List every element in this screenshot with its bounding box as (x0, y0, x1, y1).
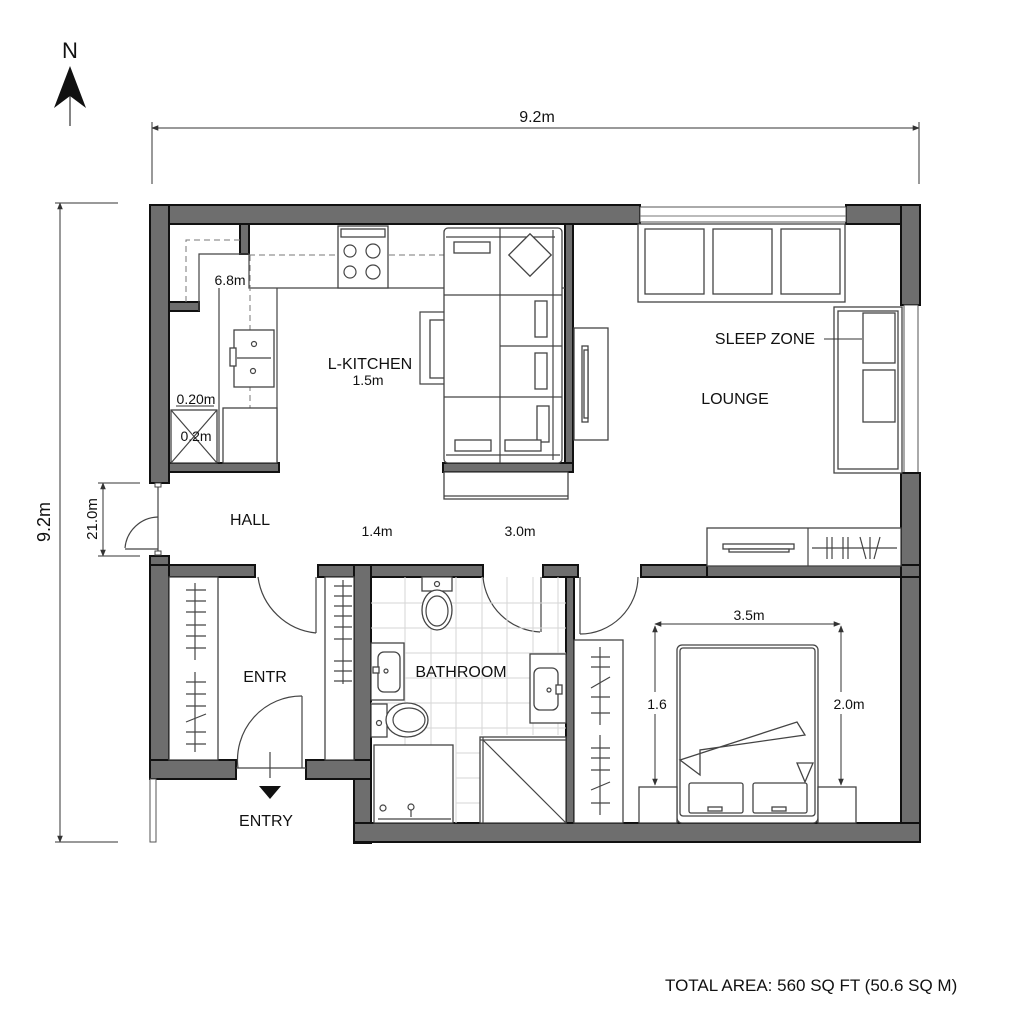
kitchen-small-dimension-2: 0.2m (180, 428, 211, 444)
day-bed-icon (833, 306, 903, 474)
room-label-kitchen: L-KITCHEN (328, 356, 412, 373)
lounge-storage-icon (706, 527, 902, 567)
entry-arrow-icon (259, 786, 281, 799)
right-washbasin-icon (529, 653, 567, 724)
entry-door-dimension: 21.0m (84, 482, 140, 557)
room-label-entry-inner: ENTR (243, 669, 287, 686)
main-entry-door-icon[interactable] (236, 695, 306, 778)
bed-width-dimension: 3.5m (733, 607, 764, 623)
room-label-sleep-zone: SLEEP ZONE (715, 331, 815, 348)
shower-icon (479, 736, 567, 824)
bathroom-door-swing (482, 576, 541, 633)
toilet-icon (421, 576, 453, 631)
overall-height-dimension: 9.2m (34, 202, 118, 843)
entry-room-door-swing (257, 576, 317, 634)
side-door-icon[interactable] (124, 482, 162, 556)
left-nightstand-icon (638, 786, 678, 824)
total-area-label: TOTAL AREA: 560 SQ FT (50.6 SQ M) (665, 976, 957, 995)
stove-icon (337, 225, 389, 289)
right-wardrobe-icon (324, 576, 355, 761)
tv-console-icon (573, 327, 609, 441)
hall-dimension-1: 1.4m (361, 523, 392, 539)
overall-height-label: 9.2m (34, 502, 54, 542)
left-wardrobe-icon (168, 576, 219, 761)
north-arrow-icon: N (54, 38, 86, 126)
entry-room: ENTR ENTRY (149, 576, 355, 843)
room-label-bathroom: BATHROOM (415, 664, 506, 681)
bedroom-wardrobe-icon (573, 639, 624, 824)
overall-width-label: 9.2m (519, 109, 555, 126)
right-nightstand-icon (817, 786, 857, 824)
second-toilet-icon (370, 702, 429, 738)
fridge-icon (222, 407, 278, 464)
lounge-area: SLEEP ZONE LOUNGE (637, 223, 903, 567)
bathtub-icon (373, 744, 454, 824)
kitchen-sink-icon (229, 329, 275, 388)
pantry-cabinet-icon (170, 409, 218, 464)
bedroom-door-swing (579, 576, 639, 635)
left-washbasin-icon (370, 642, 405, 701)
sectional-sofa-icon (443, 227, 569, 500)
double-bed-icon (676, 644, 819, 824)
compass-label: N (62, 38, 78, 63)
kitchen-small-dimension-1: 0.20m (177, 391, 216, 407)
overall-width-dimension: 9.2m (151, 109, 920, 184)
bed-left-dimension: 1.6 (647, 696, 667, 712)
hall-area: HALL 1.4m 3.0m (124, 482, 639, 635)
kitchen-top-dimension: 6.8m (214, 272, 245, 288)
kitchen-depth-dimension: 1.5m (352, 372, 383, 388)
hall-dimension-2: 3.0m (504, 523, 535, 539)
bathroom: BATHROOM (370, 576, 567, 824)
lounge-sofa-icon (637, 223, 846, 303)
entry-door-width-label: 21.0m (84, 498, 101, 540)
room-label-lounge: LOUNGE (701, 391, 769, 408)
room-label-entry: ENTRY (239, 813, 293, 830)
bed-right-dimension: 2.0m (833, 696, 864, 712)
bedroom: 3.5m 1.6 2.0m (573, 607, 870, 824)
room-label-hall: HALL (230, 512, 270, 529)
